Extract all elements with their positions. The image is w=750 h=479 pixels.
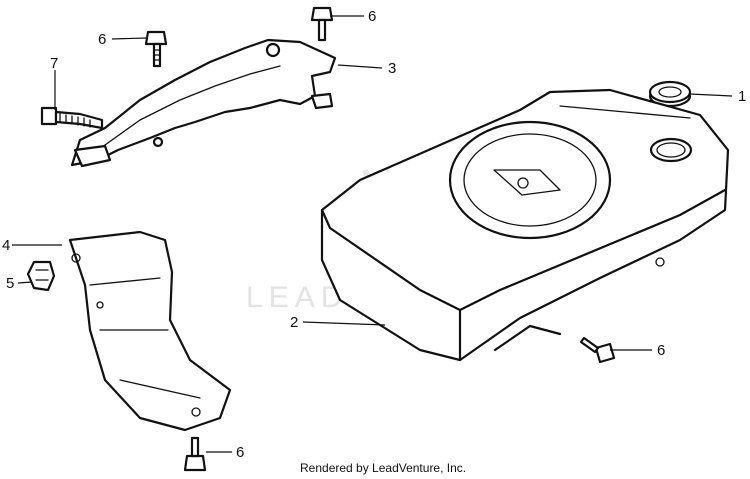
callout-6-top: 6 xyxy=(368,8,376,25)
part-4-shield xyxy=(68,230,232,432)
part-6-bolt-top-left xyxy=(144,30,168,68)
callout-7: 7 xyxy=(50,55,58,72)
callout-6-bottom: 6 xyxy=(236,444,244,461)
callouts: 1 2 3 4 5 6 6 6 6 7 xyxy=(2,8,746,461)
part-6-bolt-top xyxy=(310,6,334,42)
part-1-grommet xyxy=(648,80,692,108)
part-3-bracket xyxy=(70,38,337,168)
leader-lines xyxy=(12,15,733,453)
part-6-bolt-right xyxy=(579,336,616,364)
part-2-fan-shroud xyxy=(320,88,730,362)
callout-5: 5 xyxy=(6,275,14,292)
callout-4: 4 xyxy=(2,237,10,254)
callout-3: 3 xyxy=(388,60,396,77)
callout-1: 1 xyxy=(738,88,746,105)
callout-2: 2 xyxy=(290,314,298,331)
callout-6-top-left: 6 xyxy=(98,31,106,48)
part-6-bolt-bottom xyxy=(183,436,207,472)
part-5-clip xyxy=(26,260,56,292)
callout-6-right: 6 xyxy=(657,342,665,359)
footer-credit: Rendered by LeadVenture, Inc. xyxy=(300,461,466,475)
part-7-bolt xyxy=(40,106,104,130)
